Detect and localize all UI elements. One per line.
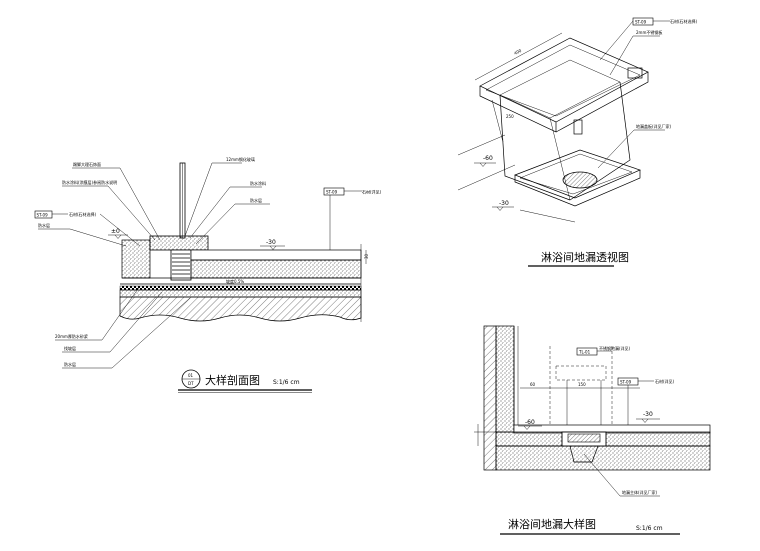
left-callouts-bottom: 20mm厚防水砂浆 找坡层 防水层 <box>55 285 191 369</box>
drain-material-tag <box>576 347 598 356</box>
mortar-bed <box>190 259 362 279</box>
callout-text: 12mm钢化玻璃 <box>226 156 255 162</box>
left-title-block: 01 DT 大样剖面图 S:1/6 cm <box>178 369 312 393</box>
left-callouts-top: 踢脚大理石饰面 防水涂料(涂膜层)参阅防水说明 12mm钢化玻璃 防水涂料 防水… <box>62 156 270 245</box>
svg-text:30: 30 <box>364 253 369 259</box>
callout-text: 2mm不锈钢板 <box>636 29 662 35</box>
callout-text: 防水层 <box>250 197 262 203</box>
callout-text: 石材(石材选择) <box>670 18 698 24</box>
iso-material-tag <box>632 17 654 26</box>
callout-text: 20mm厚防水砂浆 <box>55 333 88 339</box>
left-section-detail: 30 踢脚大理石饰面 防水涂料(涂膜层)参阅防水说明 12mm钢化玻璃 防水涂料… <box>34 156 382 393</box>
material-tag-right-note: 石材(详见) <box>362 189 382 195</box>
callout-text: 地漏盖板(详见厂家) <box>636 123 672 129</box>
drain-material-tag-note: 不锈钢地漏(详见) <box>599 345 631 351</box>
callout-text: 防水涂料 <box>250 180 266 186</box>
detail-title: 大样剖面图 <box>205 373 260 387</box>
drain-section-scale: S:1/6 cm <box>636 525 663 532</box>
material-tag-left-code: ST-09 <box>37 213 49 218</box>
floor-material-tag-code: ST-09 <box>620 380 632 385</box>
dim-top: 400 <box>513 48 522 56</box>
isometric-drain-detail: 400 250 ST-09 石材(石材选择) 2mm不锈钢板 地漏盖板(详见厂家… <box>457 17 698 267</box>
dim-side: 250 <box>506 114 514 119</box>
level-minus30: -30 <box>643 411 653 418</box>
floor-material-tag-note: 石材(详见) <box>655 378 675 384</box>
screed-layer <box>119 289 362 298</box>
concrete-slab <box>119 296 362 322</box>
drain-outlet <box>562 171 598 189</box>
callout-text: 踢脚大理石饰面 <box>73 161 101 167</box>
callout-text: 防水层 <box>38 222 50 228</box>
drain-material-tag-code: TL-01 <box>578 350 591 355</box>
slope-note: 坡度0.5% <box>226 278 244 284</box>
drain-section-detail: 60 150 TL-01 不锈钢地漏(详见) ST-09 石材(详见) -60 … <box>474 325 711 535</box>
callout-text: 防水涂料(涂膜层)参阅防水说明 <box>62 179 117 185</box>
level-minus30: -30 <box>499 200 509 207</box>
material-tag-left-note: 石材(石材选择) <box>69 211 97 217</box>
iso-title: 淋浴间地漏透视图 <box>541 250 629 264</box>
callout-text: 地漏主体(详见厂家) <box>622 489 658 495</box>
drain-section-title: 淋浴间地漏大样图 <box>508 517 596 531</box>
callout-text: 找坡层 <box>64 345 76 351</box>
detail-scale: S:1/6 cm <box>273 379 300 386</box>
drain-grate <box>170 249 192 281</box>
dim-left: 60 <box>530 382 536 387</box>
iso-material-tag-code: ST-09 <box>635 20 647 25</box>
stone-floor-finish <box>190 249 362 261</box>
level-minus60: -60 <box>525 419 535 426</box>
material-tag-right <box>323 187 345 196</box>
material-tag-right-code: ST-09 <box>326 190 338 195</box>
detail-ref-sheet: DT <box>188 381 194 386</box>
drain-trap <box>569 445 599 463</box>
floor-slab <box>495 445 711 471</box>
material-tag-left <box>34 210 53 219</box>
wall-structure <box>483 325 497 471</box>
drain-grate-slats <box>172 253 190 275</box>
detail-ref-number: 01 <box>188 373 194 378</box>
level-minus60: -60 <box>483 155 493 162</box>
level-minus30: -30 <box>266 239 276 246</box>
dim-mid: 150 <box>578 382 586 387</box>
level-zero: ±0 <box>111 228 120 235</box>
callout-text: 防水层 <box>64 361 76 367</box>
